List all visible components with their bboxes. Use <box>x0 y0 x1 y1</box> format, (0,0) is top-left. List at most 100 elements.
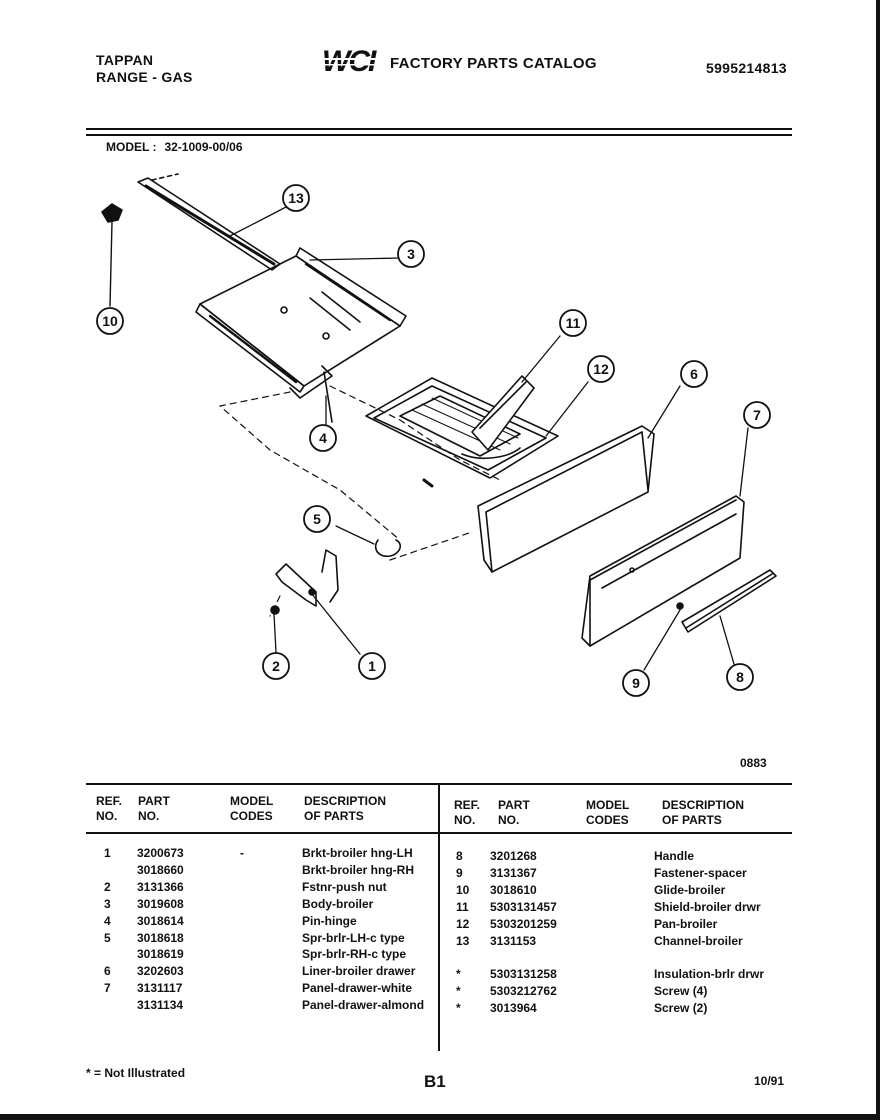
part-no-cell: 3019608 <box>137 896 184 911</box>
part-no-cell: 3018619 <box>137 947 184 962</box>
description-cell: Pan-broiler <box>654 916 718 931</box>
page-border-right <box>876 0 880 1120</box>
callout-11: 11 <box>559 309 587 337</box>
callout-12: 12 <box>587 355 615 383</box>
part-push-nut <box>270 605 280 615</box>
part-no-cell: 3201268 <box>490 849 537 863</box>
description-cell: Glide-broiler <box>654 882 726 897</box>
svg-text:8: 8 <box>736 669 744 685</box>
callout-1: 1 <box>358 652 386 680</box>
ref-no-cell: 8 <box>456 849 463 863</box>
svg-text:12: 12 <box>593 361 609 377</box>
callout-5: 5 <box>303 505 331 533</box>
ref-no-cell: 4 <box>104 913 111 928</box>
part-no-cell: 3018618 <box>137 930 184 945</box>
part-no-cell: 3131367 <box>490 865 537 880</box>
document-number: 5995214813 <box>706 60 787 76</box>
description-cell: Handle <box>654 849 695 863</box>
svg-text:1: 1 <box>368 658 376 674</box>
callout-markers: 13 3 10 11 12 6 7 4 5 2 1 9 8 <box>96 184 771 697</box>
svg-text:13: 13 <box>288 190 304 206</box>
catalog-title: FACTORY PARTS CATALOG <box>390 55 597 72</box>
ref-no-cell: 12 <box>456 916 470 931</box>
ref-no-cell: * <box>456 984 461 999</box>
diagram-code: 0883 <box>740 756 767 770</box>
part-handle <box>681 569 777 633</box>
brand-name: TAPPAN <box>96 52 154 68</box>
model-line: MODEL : 32-1009-00/06 <box>106 140 251 154</box>
part-no-cell: 3018614 <box>137 913 184 928</box>
ref-no-cell: 7 <box>104 981 111 996</box>
description-cell: Pin-hinge <box>302 913 357 928</box>
logo-text: WCI <box>322 45 377 76</box>
part-shield-broiler-drawer <box>471 375 535 451</box>
description-cell: Liner-broiler drawer <box>302 964 416 979</box>
callout-7: 7 <box>743 401 771 429</box>
callout-3: 3 <box>397 240 425 268</box>
description-cell: Brkt-broiler hng-RH <box>302 862 414 877</box>
description-cell: Screw (2) <box>654 1001 708 1016</box>
svg-text:6: 6 <box>690 366 698 382</box>
description-cell: Spr-brlr-RH-c type <box>302 947 407 962</box>
brand-block: TAPPAN RANGE - GAS <box>96 52 193 86</box>
ref-no-cell: 11 <box>456 899 469 914</box>
svg-text:9: 9 <box>632 675 640 691</box>
ref-no-cell: 6 <box>104 964 111 979</box>
ref-no-cell: * <box>456 1001 461 1016</box>
svg-text:5: 5 <box>313 511 321 527</box>
callout-6: 6 <box>680 360 708 388</box>
callout-4: 4 <box>309 424 337 452</box>
header-rule <box>86 128 792 130</box>
header-ref-no: REF.NO. <box>96 794 123 823</box>
callout-2: 2 <box>262 652 290 680</box>
description-cell: Channel-broiler <box>654 933 743 948</box>
svg-text:10: 10 <box>102 313 118 329</box>
not-illustrated-note: * = Not Illustrated <box>86 1066 186 1080</box>
product-type: RANGE - GAS <box>96 69 193 85</box>
revision-date: 10/91 <box>754 1074 785 1088</box>
ref-no-cell: 3 <box>104 896 111 911</box>
ref-no-cell: 13 <box>456 933 470 948</box>
ref-no-cell: 9 <box>456 865 463 880</box>
description-cell: Insulation-brlr drwr <box>654 967 765 982</box>
page-border-bottom <box>0 1114 880 1120</box>
header-rule <box>86 134 792 136</box>
part-no-cell: 5303131258 <box>490 967 557 982</box>
callout-10: 10 <box>96 307 124 335</box>
description-cell: Fastener-spacer <box>654 865 747 880</box>
description-cell: Body-broiler <box>302 896 374 911</box>
exploded-parts-diagram <box>101 173 777 671</box>
part-no-cell: 5303212762 <box>490 984 557 999</box>
part-no-cell: 3131153 <box>490 933 537 948</box>
callout-leader-lines <box>109 205 749 671</box>
part-pin-hinge <box>323 371 333 423</box>
ref-no-cell: 5 <box>104 930 111 945</box>
part-no-cell: 5303201259 <box>490 916 557 931</box>
description-cell: Panel-drawer-white <box>302 981 413 996</box>
callout-8: 8 <box>726 663 754 691</box>
part-no-cell: 3131117 <box>137 981 183 996</box>
table-column-divider <box>438 783 440 1051</box>
ref-no-cell: * <box>456 967 461 982</box>
callout-9: 9 <box>622 669 650 697</box>
part-no-cell: 3202603 <box>137 964 184 979</box>
part-no-cell: 3013964 <box>490 1001 537 1016</box>
svg-text:7: 7 <box>753 407 761 423</box>
model-number: 32-1009-00/06 <box>164 140 243 154</box>
model-label: MODEL : <box>106 140 157 154</box>
part-no-cell: 3200673 <box>137 846 184 860</box>
description-cell: Fstnr-push nut <box>302 879 387 894</box>
part-broiler-hinge-bracket <box>275 549 339 607</box>
part-liner-broiler-drawer <box>422 425 655 573</box>
part-no-cell: 5303131457 <box>490 899 557 914</box>
part-no-cell: 3131134 <box>137 998 184 1013</box>
description-cell: Panel-drawer-almond <box>302 998 425 1013</box>
part-spring <box>374 539 402 558</box>
ref-no-cell: 10 <box>456 882 470 897</box>
